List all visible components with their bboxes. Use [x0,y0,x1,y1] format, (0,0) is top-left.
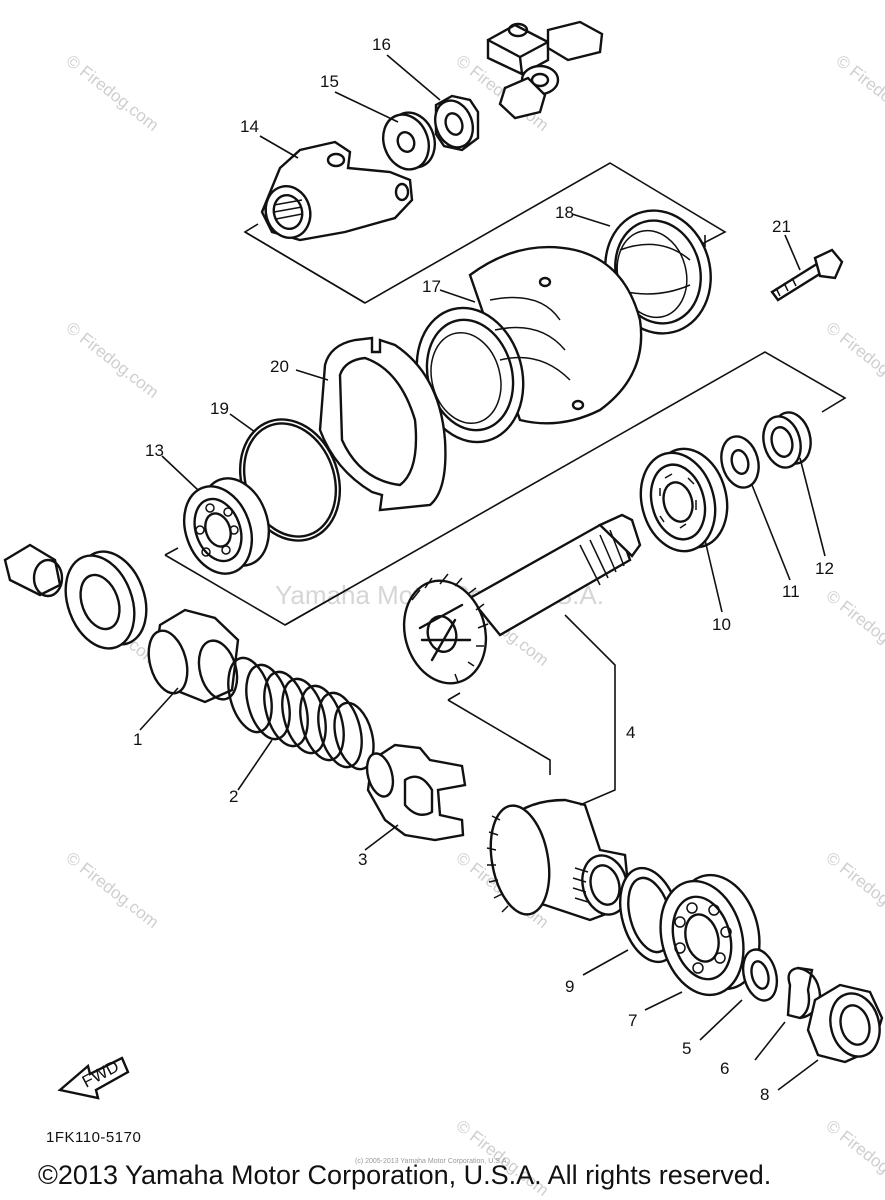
part-4-pinion-gear [402,513,642,685]
part-2-spring [227,656,375,771]
part-1-collar [147,608,240,704]
universal-joint-cross [486,20,604,120]
watermark: © Firedog.com [823,848,885,932]
watermark: © Firedog.com [823,318,885,402]
part-14-yoke [260,140,414,242]
callout-1: 1 [133,730,142,749]
watermark: © Firedog.com [63,848,163,932]
callout-11: 11 [782,582,800,601]
drive-shaft-stub [3,543,64,598]
watermark: © Firedog.com [823,1116,885,1200]
callout-7: 7 [628,1011,637,1030]
watermark: © Firedog.com [63,51,163,135]
part-16-nut [433,94,480,152]
part-5-washer [741,948,779,1002]
part-3-cam [365,743,467,842]
part-15-washer [382,111,436,171]
part-17-bearing-housing [415,245,643,444]
callout-14: 14 [240,117,259,136]
collar-disc [64,550,148,650]
assembly-brackets [164,162,847,775]
part-10-bearing [639,447,729,553]
callout-20: 20 [270,357,289,376]
fwd-direction-arrow: FWD [57,1056,130,1100]
part-12-oil-seal [762,411,812,469]
tiny-copyright: (c) 2005-2013 Yamaha Motor Corporation, … [355,1158,509,1165]
part-6-lock-washer [786,966,822,1020]
part-20-lock-plate [318,336,447,512]
callout-16: 16 [372,35,391,54]
callout-21: 21 [772,217,791,236]
diagram-part-code: 1FK110-5170 [46,1129,142,1146]
watermark: © Firedog.com [823,586,885,670]
callout-12: 12 [815,559,834,578]
callout-labels: 16 15 14 18 21 17 20 19 13 12 11 10 4 1 … [133,35,834,1104]
leader-lines [139,54,826,1091]
callout-4: 4 [626,723,635,742]
part-13-bearing [183,477,270,575]
watermark: © Firedog.com [63,318,163,402]
callout-2: 2 [229,787,238,806]
part-7-bearing [659,873,761,997]
callout-13: 13 [145,441,164,460]
copyright-notice: ©2013 Yamaha Motor Corporation, U.S.A. A… [38,1160,772,1190]
callout-15: 15 [320,72,339,91]
callout-5: 5 [682,1039,691,1058]
part-11-washer [720,435,760,489]
callout-8: 8 [760,1085,769,1104]
part-8-nut [806,983,884,1064]
callout-6: 6 [720,1059,729,1078]
callout-9: 9 [565,977,574,996]
callout-19: 19 [210,399,229,418]
part-21-bolt [770,248,844,302]
callout-18: 18 [555,203,574,222]
callout-3: 3 [358,850,367,869]
watermark: © Firedog.com [833,51,885,135]
callout-17: 17 [422,277,441,296]
callout-10: 10 [712,615,731,634]
